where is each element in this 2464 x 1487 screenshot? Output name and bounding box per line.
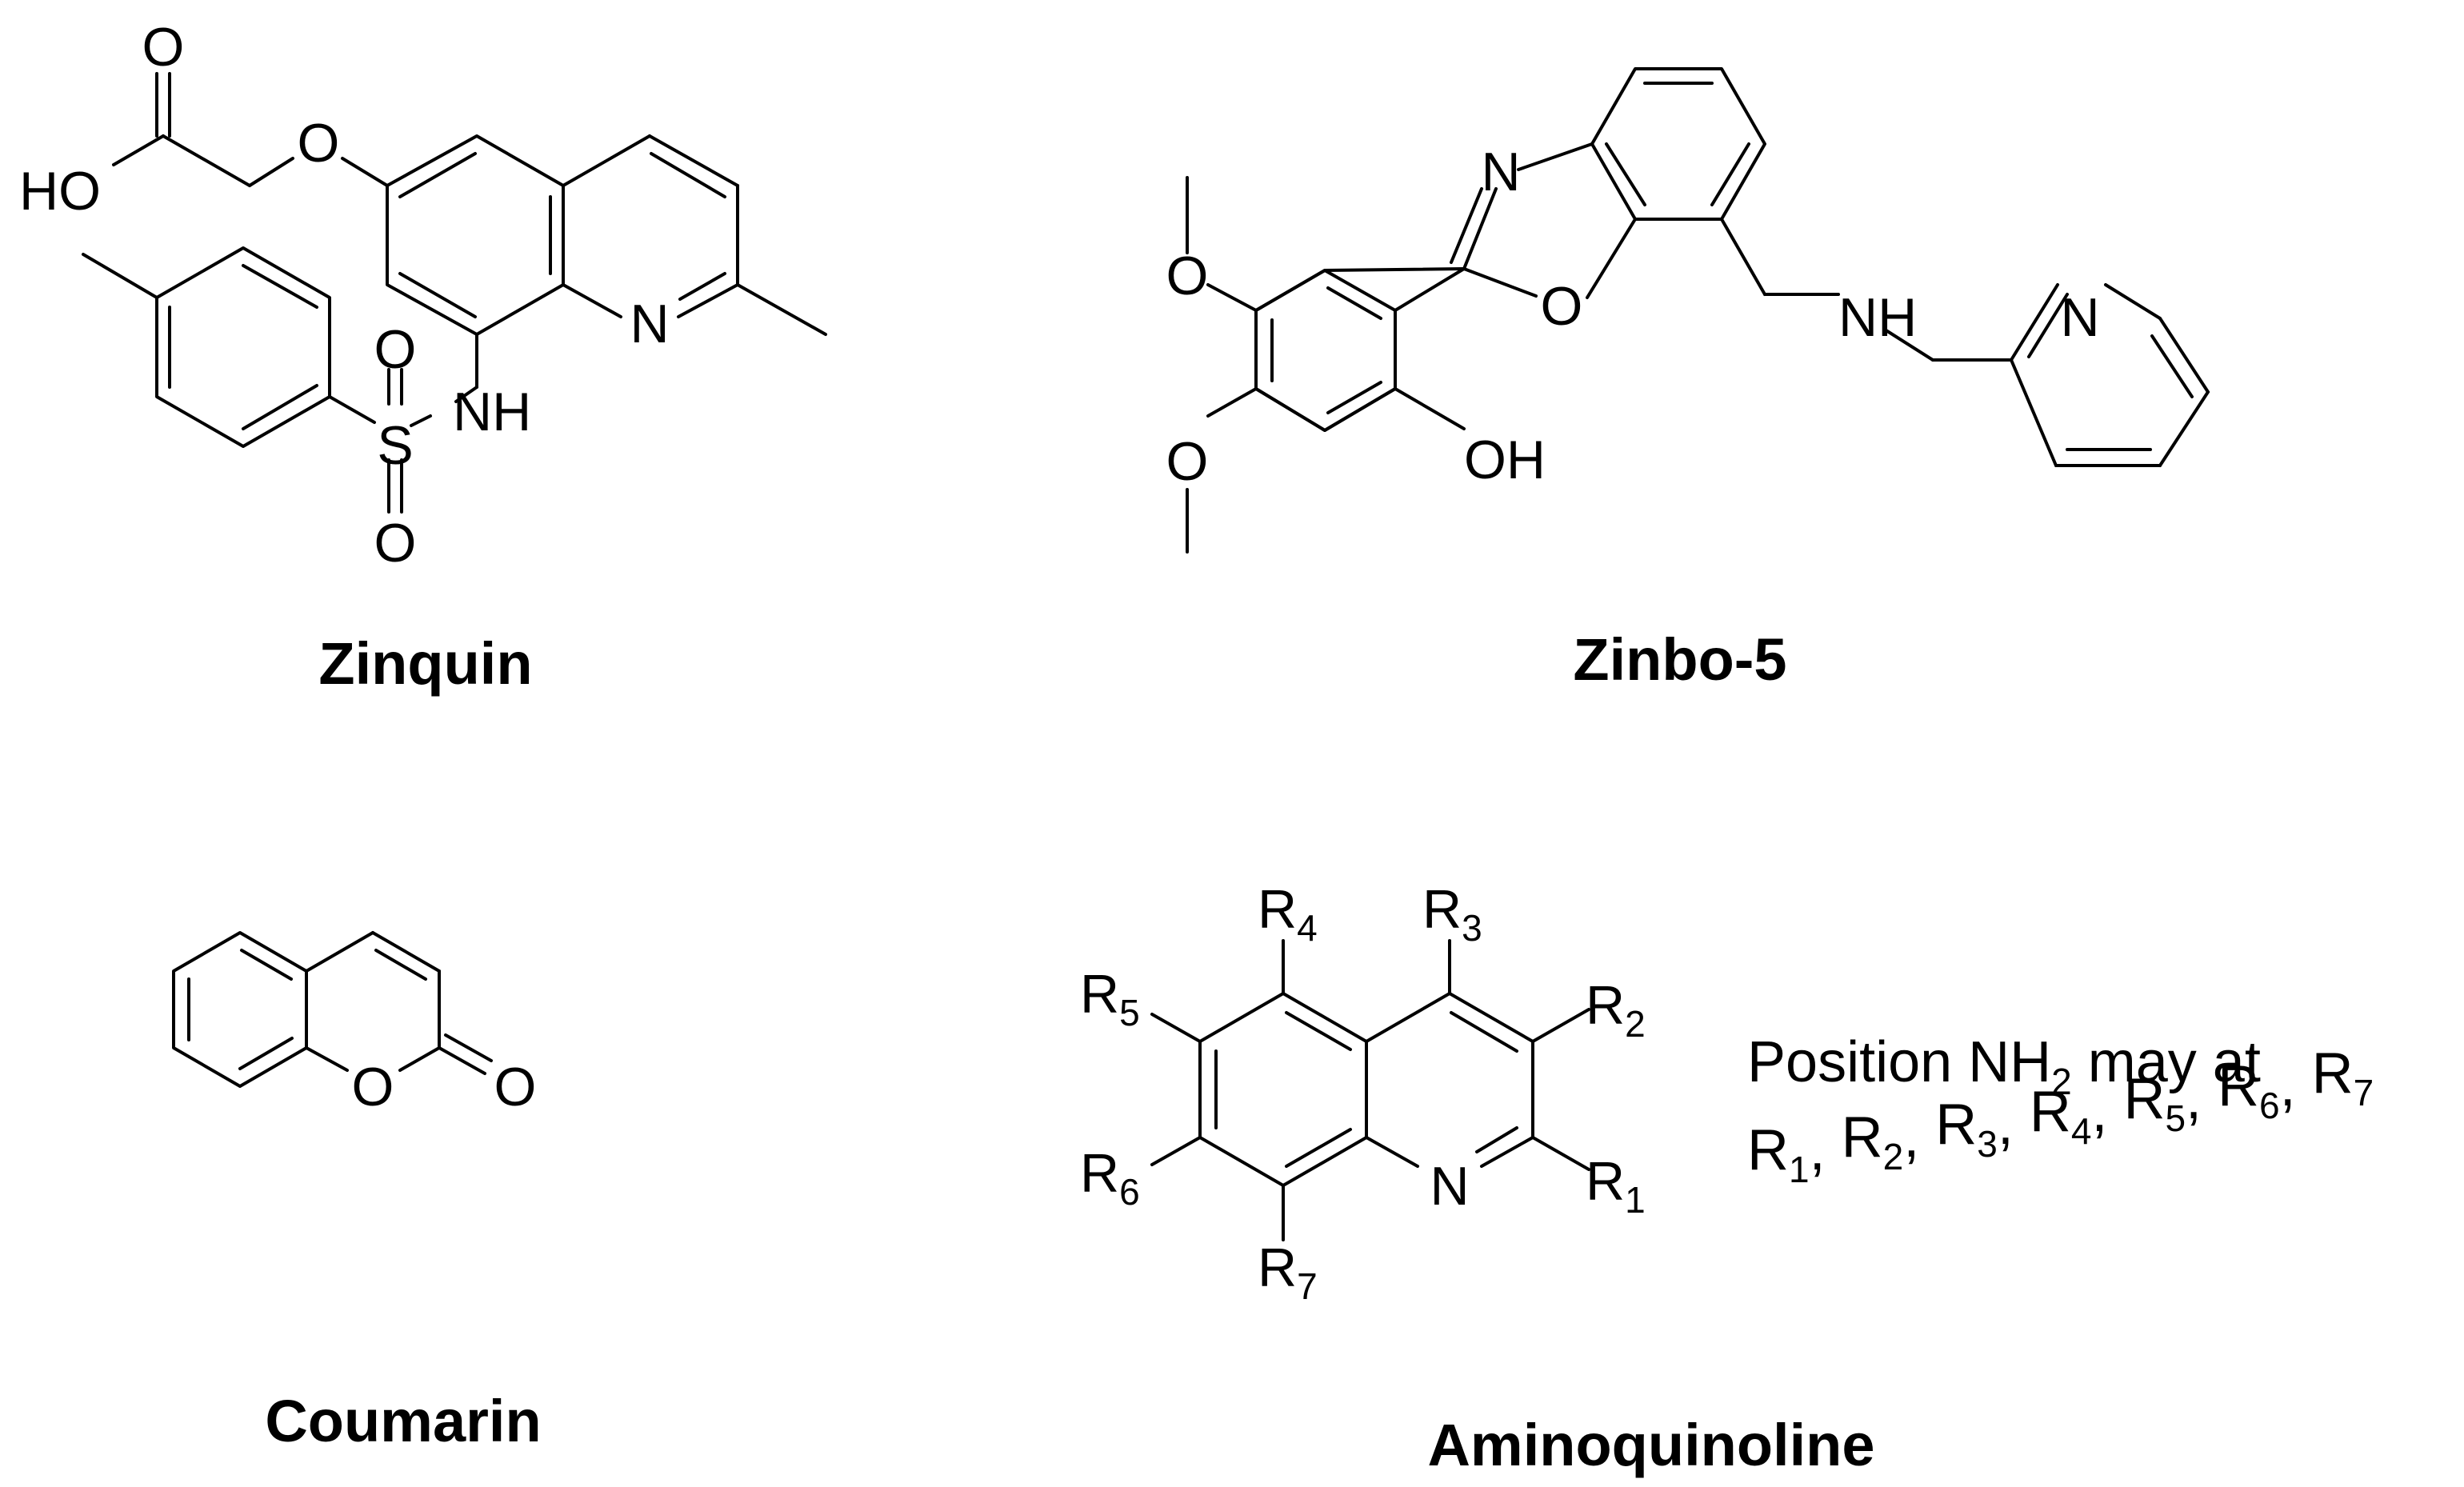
note-r6-letter: R (2218, 1054, 2259, 1118)
note-separator: , (1903, 1105, 1935, 1169)
note-separator: , (2186, 1067, 2218, 1131)
zinquin-atom-hydroxyl: HO (19, 161, 101, 222)
coumarin-atom-carbonyl-o: O (494, 1057, 537, 1117)
note-r1-letter: R (1747, 1118, 1789, 1182)
note-r7-letter: R (2312, 1041, 2354, 1105)
zinquin-atom-ether-o: O (298, 113, 340, 174)
nh2-position-note-line2: R1, R2, R3, R4, R5, R6, R7 (1747, 1041, 2374, 1190)
r6-label: R6 (1080, 1143, 1140, 1213)
zinquin-structure: O HO O N NH S O O Zinquin (19, 17, 827, 697)
zinbo5-atom-hydroxyl: OH (1464, 430, 1546, 490)
aminoquinoline-atom-ring-n: N (1430, 1156, 1469, 1217)
note-r5-index: 5 (2165, 1097, 2186, 1139)
aminoquinoline-structure: N R1 R2 R3 R4 R5 R6 R7 Position NH2 may … (1080, 879, 2374, 1478)
zinquin-atom-amine: NH (453, 382, 531, 442)
note-separator: , (2091, 1080, 2123, 1144)
note-r2-letter: R (1842, 1105, 1883, 1169)
note-r4-letter: R (2030, 1080, 2071, 1144)
zinbo5-atom-methoxy-o1: O (1166, 246, 1209, 306)
zinbo5-atom-methoxy-o2: O (1166, 431, 1209, 492)
zinquin-caption: Zinquin (318, 630, 532, 697)
r2-label: R2 (1586, 975, 1646, 1045)
r4-label: R4 (1258, 879, 1318, 949)
zinbo5-atom-oxazole-n: N (1481, 142, 1520, 202)
zinquin-atom-sulfonyl-o2: O (374, 513, 417, 574)
note-r5-letter: R (2123, 1067, 2165, 1131)
r3-label: R3 (1422, 879, 1482, 949)
zinquin-atom-sulfonyl-o1: O (374, 319, 417, 380)
zinquin-atom-carbonyl-o: O (142, 17, 185, 78)
note-separator: , (1998, 1093, 2030, 1157)
note-separator: , (2280, 1054, 2312, 1118)
coumarin-caption: Coumarin (265, 1388, 541, 1454)
note-r4-index: 4 (2071, 1110, 2092, 1152)
r1-label: R1 (1586, 1151, 1646, 1221)
zinquin-atom-sulfonyl-s: S (377, 415, 413, 476)
note-r7-index: 7 (2354, 1072, 2374, 1113)
coumarin-clean: O O Coumarin (0, 880, 656, 1454)
r5-label: R5 (1080, 964, 1140, 1033)
zinbo5-atom-amine: NH (1838, 287, 1917, 348)
note-r3-index: 3 (1977, 1123, 1998, 1165)
r7-label: R7 (1258, 1237, 1318, 1307)
zinbo5-caption: Zinbo-5 (1573, 626, 1786, 693)
note-separator: , (1810, 1118, 1842, 1182)
note-r3-letter: R (1935, 1093, 1977, 1157)
nh2-position-note-line1: Position NH2 may at (1747, 1030, 2261, 1102)
zinbo5-atom-oxazole-o: O (1541, 276, 1583, 337)
zinbo5-structure: N O O O OH NH N Zinbo-5 (1166, 67, 2210, 693)
note-r1-index: 1 (1789, 1149, 1810, 1190)
zinquin-atom-ring-n: N (630, 294, 669, 354)
note-r6-index: 6 (2259, 1085, 2280, 1126)
coumarin-atom-ring-o: O (352, 1057, 394, 1117)
note-r2-index: 2 (1883, 1136, 1904, 1177)
zinbo5-atom-pyridine-n: N (2060, 287, 2099, 348)
aminoquinoline-caption: Aminoquinoline (1427, 1412, 1874, 1478)
